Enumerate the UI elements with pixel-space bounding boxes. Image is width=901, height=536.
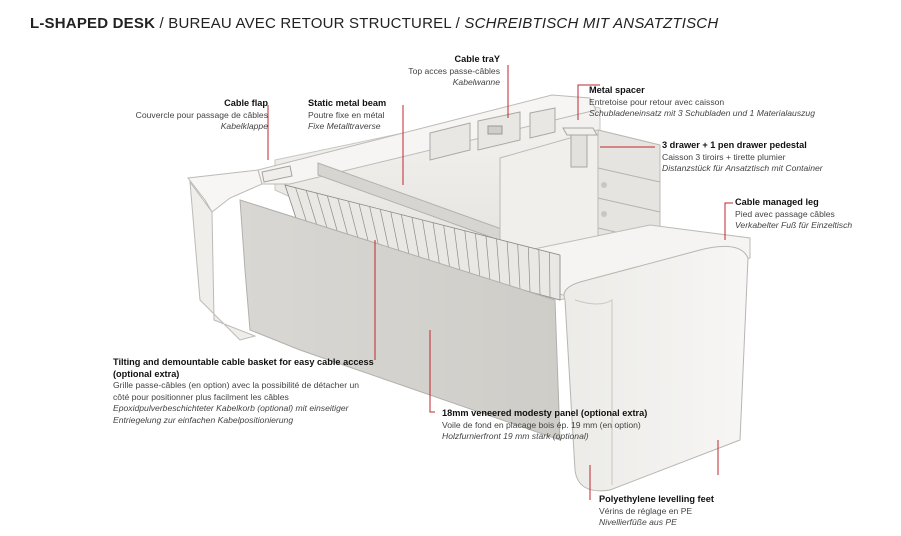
callout-fr: Vérins de réglage en PE (599, 505, 693, 516)
left-end-panel (189, 180, 257, 341)
callout-de: Kabelwanne (452, 77, 500, 87)
callout-title: Cable traY (454, 54, 500, 64)
callout-de: Entriegelung zur einfachen Kabelposition… (113, 414, 294, 425)
cable-managed-leg (563, 245, 749, 492)
basket-wire (538, 249, 541, 295)
main-desk-top (187, 169, 263, 213)
basket-wire (517, 244, 521, 290)
callout-fr: Voile de fond en placage bois ép. 19 mm … (442, 419, 641, 430)
callout-title: Tilting and demountable cable basket for… (113, 357, 374, 367)
basket-wire (453, 228, 461, 274)
basket-wire (485, 236, 491, 282)
callout-de: Fixe Metalltraverse (308, 121, 381, 131)
title-en: L-SHAPED DESK (30, 15, 156, 32)
basket-wire (401, 214, 411, 260)
callout-title: 18mm veneered modesty panel (optional ex… (442, 408, 648, 418)
page-title: L-SHAPED DESK / BUREAU AVEC RETOUR STRUC… (30, 15, 718, 32)
callout-de: Epoxidpulverbeschichteter Kabelkorb (opt… (113, 403, 349, 413)
callout-metal-beam: Static metal beam Poutre fixe en métal F… (308, 98, 418, 133)
callout-title: Polyethylene levelling feet (599, 494, 714, 504)
callout-title: Metal spacer (589, 85, 645, 95)
title-separator: / (155, 15, 169, 32)
callout-de: Distanzstück für Ansatztisch mit Contain… (662, 163, 823, 173)
callout-de: Nivellierfüße aus PE (599, 517, 677, 527)
callout-title-extra: (optional extra) (113, 368, 180, 379)
leader-lines (267, 65, 733, 500)
callout-fr: Grille passe-câbles (en option) avec la … (113, 380, 360, 390)
basket-wire (422, 219, 431, 266)
callout-de: Holzfurnierfront 19 mm stark (optional) (442, 431, 589, 441)
callout-fr: Poutre fixe en métal (308, 109, 385, 120)
basket-wire (527, 246, 531, 292)
callout-levelling-feet: Polyethylene levelling feet Vérins de ré… (599, 494, 769, 529)
callout-title: Cable managed leg (735, 197, 819, 207)
title-fr: BUREAU AVEC RETOUR STRUCTUREL (168, 15, 452, 32)
basket-wire (411, 217, 421, 263)
basket-wire (432, 222, 441, 268)
title-de: SCHREIBTISCH MIT ANSATZTISCH (464, 15, 719, 32)
callout-de: Verkabelter Fuß für Einzeltisch (735, 220, 853, 230)
callout-title: 3 drawer + 1 pen drawer pedestal (662, 140, 807, 150)
callout-de: Schubladeneinsatz mit 3 Schubladen und 1… (589, 108, 815, 118)
basket-wire (506, 241, 511, 287)
basket-wire (549, 252, 551, 298)
callout-title: Static metal beam (308, 98, 387, 108)
callout-fr: Top acces passe-câbles (408, 65, 500, 76)
callout-title: Cable flap (224, 98, 268, 108)
callout-cable-tray: Cable traY Top acces passe-câbles Kabelw… (400, 54, 500, 89)
callout-modesty-panel: 18mm veneered modesty panel (optional ex… (442, 408, 662, 443)
callout-fr: Entretoise pour retour avec caisson (589, 96, 725, 107)
basket-wire (443, 225, 451, 271)
callout-fr: côté pour positionner plus facilment les… (113, 391, 289, 402)
modesty-panel (239, 199, 561, 441)
callout-fr: Couvercle pour passage de câbles (135, 109, 268, 120)
cable-flap (261, 165, 293, 183)
callout-cable-flap: Cable flap Couvercle pour passage de câb… (130, 98, 268, 133)
basket-wire (390, 211, 401, 257)
callout-pedestal: 3 drawer + 1 pen drawer pedestal Caisson… (662, 140, 862, 175)
metal-spacer (562, 127, 598, 168)
callout-metal-spacer: Metal spacer Entretoise pour retour avec… (589, 85, 829, 120)
callout-cable-basket: Tilting and demountable cable basket for… (113, 357, 383, 426)
cable-tray-boxes (429, 107, 556, 161)
basket-wire (464, 230, 471, 276)
title-separator: / (451, 15, 465, 32)
basket-wire (475, 233, 481, 279)
basket-wire (496, 238, 501, 284)
callout-fr: Pied avec passage câbles (735, 208, 835, 219)
callout-cable-leg: Cable managed leg Pied avec passage câbl… (735, 197, 895, 232)
callout-fr: Caisson 3 tiroirs + tirette plumier (662, 151, 786, 162)
callout-de: Kabelklappe (220, 121, 268, 131)
